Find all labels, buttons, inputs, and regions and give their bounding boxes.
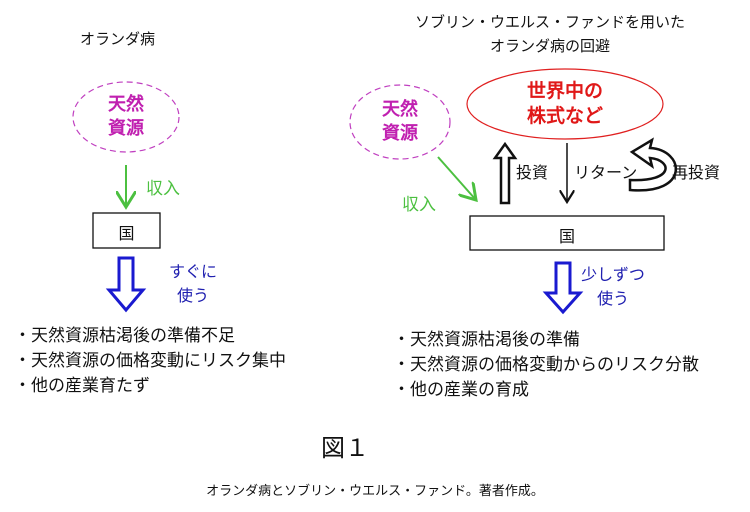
right-resource-ellipse [349,84,451,160]
reinvest-arrow [628,137,677,192]
title-line: ソブリン・ウエルス・ファンドを用いた [414,13,685,31]
left-resource-label: 天然 資源 [96,93,156,141]
left-title: オランダ病 [80,30,156,48]
right-country-label: 国 [558,227,575,246]
stocks-line: 株式など [526,105,603,127]
spend-line: すぐに [168,262,217,281]
resource-line: 天然 [108,94,144,115]
right-spend-arrow [542,261,584,315]
right-bullets: ・天然資源枯渇後の準備 ・天然資源の価格変動からのリスク分散 ・他の産業の育成 [393,328,699,403]
right-income-label: 収入 [402,195,436,215]
right-spend-label: 少しずつ 使う [578,263,648,311]
stocks-ellipse [466,68,664,140]
invest-label: 投資 [516,163,549,182]
bullet-item: ・他の産業育たず [14,376,150,396]
right-title: ソブリン・ウエルス・ファンドを用いた オランダ病の回避 [400,10,700,58]
bullet-item: ・天然資源枯渇後の準備不足 [14,326,235,346]
stocks-line: 世界中の [526,80,603,102]
resource-line: 天然 [382,99,418,120]
bullet-item: ・天然資源枯渇後の準備 [393,330,580,350]
spend-line: 少しずつ [581,265,645,284]
spend-line: 使う [176,286,209,305]
right-country-box [469,215,665,251]
left-country-label: 国 [118,224,135,243]
return-label: リターン [574,163,638,182]
left-bullets: ・天然資源枯渇後の準備不足 ・天然資源の価格変動にリスク集中 ・他の産業育たず [14,324,286,399]
left-resource-ellipse [72,81,180,153]
bullet-item: ・天然資源の価格変動からのリスク分散 [393,355,699,375]
bullet-item: ・他の産業の育成 [393,380,529,400]
right-income-arrow [437,156,476,200]
stocks-label: 世界中の 株式など [505,79,625,129]
right-resource-label: 天然 資源 [370,98,430,146]
invest-arrow [492,141,518,205]
reinvest-label: 再投資 [672,163,721,182]
figure-label: 図１ [321,434,369,462]
left-country-box [92,212,161,249]
resource-line: 資源 [108,118,144,139]
left-income-label: 収入 [146,179,180,199]
resource-line: 資源 [382,123,418,144]
caption: オランダ病とソブリン・ウエルス・ファンド。著者作成。 [206,484,544,499]
left-spend-label: すぐに 使う [168,260,218,308]
title-line: オランダ病の回避 [489,37,610,55]
spend-line: 使う [596,289,629,308]
bullet-item: ・天然資源の価格変動にリスク集中 [14,351,286,371]
left-spend-arrow [105,256,147,313]
